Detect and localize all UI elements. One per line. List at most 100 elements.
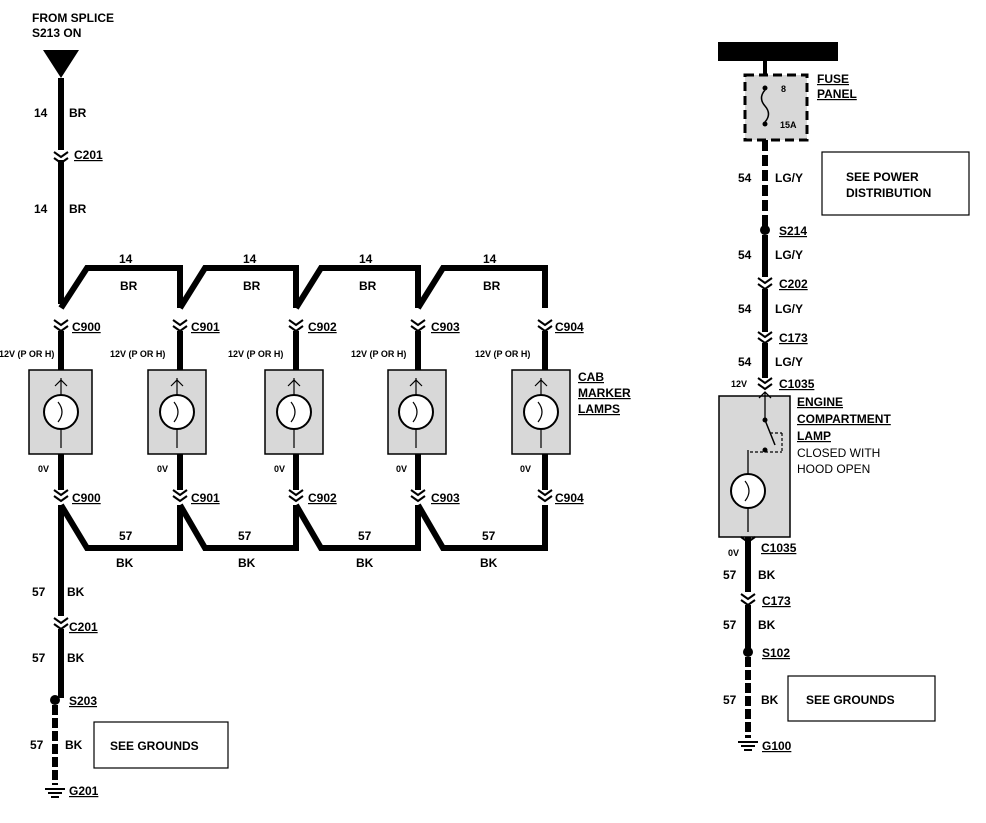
power-color-1: LG/Y bbox=[775, 171, 803, 185]
power-gauge-4: 54 bbox=[738, 355, 752, 369]
fuse-panel-label-2: PANEL bbox=[817, 87, 857, 101]
bus-gauge-3: 14 bbox=[359, 252, 373, 266]
cab-label-2: MARKER bbox=[578, 386, 631, 400]
lamp-voltage: 12V (P OR H) bbox=[0, 349, 54, 359]
splice-dot-icon bbox=[760, 225, 770, 235]
connector-chevron-icon bbox=[53, 489, 69, 503]
cab-lamp-5: C904 12V (P OR H) 0V C904 bbox=[475, 319, 584, 505]
connector-chevron-icon bbox=[172, 319, 188, 333]
engine-lamp-label-3: LAMP bbox=[797, 429, 831, 443]
cab-lamp-1: C900 12V (P OR H) 0V C900 bbox=[0, 319, 101, 505]
feed-bus bbox=[58, 265, 548, 310]
connector-chevron-icon bbox=[537, 489, 553, 503]
connector-chevron-icon bbox=[410, 489, 426, 503]
lamp-ground-voltage: 0V bbox=[157, 464, 168, 474]
connector-chevron-icon bbox=[740, 593, 756, 607]
feed-color-2: BR bbox=[69, 202, 87, 216]
ground-gauge-1: 57 bbox=[32, 585, 46, 599]
engine-lamp-label-1: ENGINE bbox=[797, 395, 843, 409]
hood-switch-icon bbox=[750, 417, 783, 453]
connector-c173-top: C173 bbox=[779, 331, 808, 345]
lamp-voltage: 12V (P OR H) bbox=[110, 349, 165, 359]
engine-lamp-ground-voltage: 0V bbox=[728, 548, 739, 558]
connector-chevron-icon bbox=[757, 377, 773, 391]
ground-gauge-r2: 57 bbox=[723, 618, 737, 632]
cab-label-1: CAB bbox=[578, 370, 604, 384]
lamp-voltage: 12V (P OR H) bbox=[228, 349, 283, 359]
ground-g100: G100 bbox=[762, 739, 792, 753]
gbus-color-1: BK bbox=[116, 556, 134, 570]
lamp-voltage: 12V (P OR H) bbox=[475, 349, 530, 359]
bus-color-1: BR bbox=[120, 279, 138, 293]
connector-chevron-icon bbox=[53, 319, 69, 333]
gbus-gauge-3: 57 bbox=[358, 529, 372, 543]
lamp-connector-top: C900 bbox=[72, 320, 101, 334]
gbus-gauge-2: 57 bbox=[238, 529, 252, 543]
feed-gauge-2: 14 bbox=[34, 202, 48, 216]
bus-color-4: BR bbox=[483, 279, 501, 293]
engine-lamp-label-4: CLOSED WITH bbox=[797, 446, 880, 460]
splice-triangle-icon: V bbox=[43, 50, 79, 78]
connector-chevron-icon bbox=[410, 319, 426, 333]
ground-gauge-2: 57 bbox=[32, 651, 46, 665]
see-power-box bbox=[821, 151, 970, 216]
connector-c1035-bottom: C1035 bbox=[761, 541, 797, 555]
engine-lamp-voltage: 12V bbox=[731, 379, 747, 389]
bulb-icon bbox=[523, 378, 559, 448]
engine-lamp-body bbox=[718, 395, 791, 538]
fuse-panel: 8 15A bbox=[743, 73, 809, 142]
ground-gauge-r1: 57 bbox=[723, 568, 737, 582]
connector-c201-top: C201 bbox=[74, 148, 103, 162]
feed-gauge-1: 14 bbox=[34, 106, 48, 120]
bus-gauge-2: 14 bbox=[243, 252, 257, 266]
ground-gauge-r3: 57 bbox=[723, 693, 737, 707]
bulb-icon bbox=[730, 473, 766, 509]
gbus-color-2: BK bbox=[238, 556, 256, 570]
connector-c1035-top: C1035 bbox=[779, 377, 815, 391]
gbus-color-4: BK bbox=[480, 556, 498, 570]
bus-gauge-4: 14 bbox=[483, 252, 497, 266]
lamp-connector-top: C903 bbox=[431, 320, 460, 334]
bulb-icon bbox=[276, 378, 312, 448]
ground-bus bbox=[58, 503, 548, 551]
ground-color-3: BK bbox=[65, 738, 83, 752]
lamp-voltage: 12V (P OR H) bbox=[351, 349, 406, 359]
lamp-ground-voltage: 0V bbox=[38, 464, 49, 474]
power-color-3: LG/Y bbox=[775, 302, 803, 316]
see-power-label-1: SEE POWER bbox=[846, 170, 919, 184]
connector-c201-bottom: C201 bbox=[69, 620, 98, 634]
ground-color-1: BK bbox=[67, 585, 85, 599]
power-gauge-1: 54 bbox=[738, 171, 752, 185]
connector-chevron-icon bbox=[288, 319, 304, 333]
engine-lamp-label-2: COMPARTMENT bbox=[797, 412, 891, 426]
cab-lamp-3: C902 12V (P OR H) 0V C902 bbox=[228, 319, 337, 505]
lamp-connector-bottom: C904 bbox=[555, 491, 584, 505]
feed-color-1: BR bbox=[69, 106, 87, 120]
splice-dot-icon bbox=[50, 695, 60, 705]
see-grounds-box-right bbox=[787, 675, 936, 722]
ground-color-r3: BK bbox=[761, 693, 779, 707]
splice-dot-icon bbox=[743, 647, 753, 657]
fuse-panel-label-1: FUSE bbox=[817, 72, 849, 86]
lamp-connector-top: C901 bbox=[191, 320, 220, 334]
power-gauge-2: 54 bbox=[738, 248, 752, 262]
ground-color-r2: BK bbox=[758, 618, 776, 632]
connector-c202: C202 bbox=[779, 277, 808, 291]
lamp-ground-voltage: 0V bbox=[520, 464, 531, 474]
hot-label-box bbox=[718, 42, 838, 61]
splice-s203: S203 bbox=[69, 694, 97, 708]
lamp-connector-bottom: C902 bbox=[308, 491, 337, 505]
ground-symbol-icon bbox=[738, 741, 758, 751]
power-gauge-3: 54 bbox=[738, 302, 752, 316]
engine-lamp-label-5: HOOD OPEN bbox=[797, 462, 870, 476]
bulb-icon bbox=[398, 378, 434, 448]
lamp-connector-top: C902 bbox=[308, 320, 337, 334]
bus-gauge-1: 14 bbox=[119, 252, 133, 266]
ground-symbol-icon bbox=[45, 788, 65, 798]
gbus-gauge-4: 57 bbox=[482, 529, 496, 543]
gbus-color-3: BK bbox=[356, 556, 374, 570]
connector-chevron-icon bbox=[53, 617, 69, 631]
bus-color-3: BR bbox=[359, 279, 377, 293]
connector-c173-bottom: C173 bbox=[762, 594, 791, 608]
